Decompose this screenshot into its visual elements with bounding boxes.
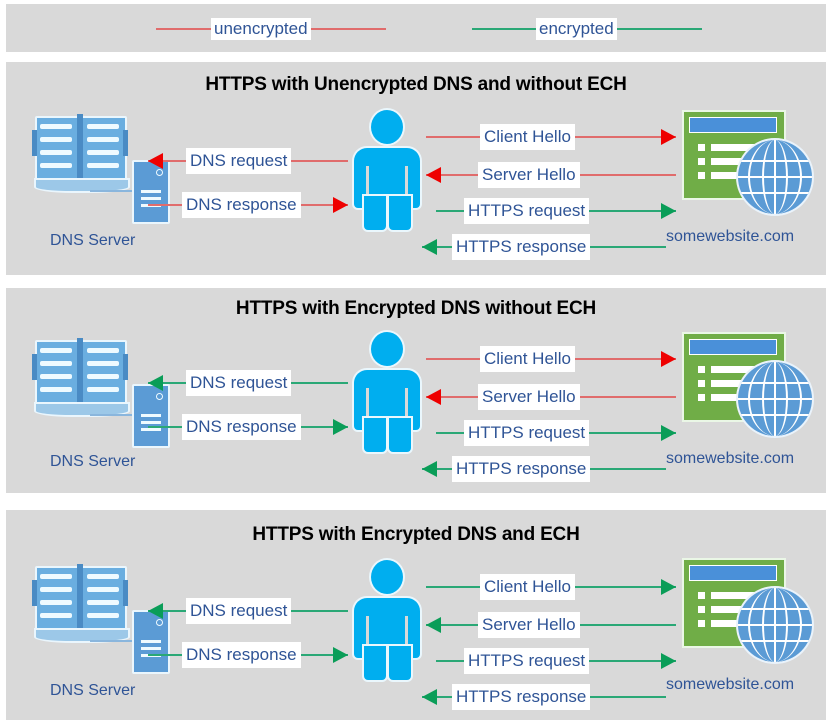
flow-client-hello: Client Hello	[426, 574, 676, 600]
user-person-icon	[350, 110, 424, 230]
flow-label: DNS response	[182, 414, 301, 440]
book-icon	[32, 112, 130, 193]
server-connector-line	[90, 640, 136, 642]
legend-item-unencrypted: unencrypted	[156, 4, 396, 52]
flow-label: Client Hello	[480, 574, 575, 600]
panel-title: HTTPS with Encrypted DNS and ECH	[252, 524, 580, 545]
flow-dns-response: DNS response	[148, 192, 348, 218]
user-person-icon	[350, 560, 424, 680]
flow-label: DNS response	[182, 642, 301, 668]
flow-https-response: HTTPS response	[422, 234, 666, 260]
legend-label-encrypted: encrypted	[536, 18, 617, 40]
flow-dns-request: DNS request	[148, 148, 348, 174]
flow-https-request: HTTPS request	[436, 420, 676, 446]
flow-label: DNS response	[182, 192, 301, 218]
dns-server-icon	[32, 562, 182, 674]
flow-dns-response: DNS response	[148, 414, 348, 440]
globe-icon	[738, 362, 812, 436]
dns-server-label: DNS Server	[50, 232, 136, 249]
flow-label: Server Hello	[478, 384, 580, 410]
website-label: somewebsite.com	[666, 228, 795, 245]
scenario-panel-3: HTTPS with Encrypted DNS and ECH	[6, 510, 826, 720]
website-icon	[682, 558, 812, 666]
user-person-icon	[350, 332, 424, 452]
flow-server-hello: Server Hello	[426, 384, 676, 410]
book-icon	[32, 562, 130, 643]
flow-label: HTTPS response	[452, 456, 591, 482]
flow-label: HTTPS response	[452, 684, 591, 710]
flow-dns-response: DNS response	[148, 642, 348, 668]
legend-label-unencrypted: unencrypted	[211, 18, 311, 40]
browser-titlebar	[689, 565, 777, 581]
flow-dns-request: DNS request	[148, 370, 348, 396]
panel-title: HTTPS with Encrypted DNS without ECH	[235, 298, 597, 319]
flow-label: HTTPS request	[464, 648, 590, 674]
legend-item-encrypted: encrypted	[472, 4, 712, 52]
flow-label: Client Hello	[480, 124, 575, 150]
server-tower-icon	[132, 384, 170, 448]
dns-server-icon	[32, 336, 182, 448]
server-connector-line	[90, 190, 136, 192]
website-label: somewebsite.com	[666, 450, 795, 467]
flow-server-hello: Server Hello	[426, 162, 676, 188]
website-icon	[682, 110, 812, 218]
flow-label: DNS request	[186, 370, 292, 396]
legend-panel: unencrypted encrypted	[6, 4, 826, 52]
flow-label: DNS request	[186, 598, 292, 624]
website-icon	[682, 332, 812, 440]
scenario-panel-2: HTTPS with Encrypted DNS without ECH	[6, 288, 826, 493]
browser-titlebar	[689, 117, 777, 133]
flow-https-request: HTTPS request	[436, 198, 676, 224]
flow-https-response: HTTPS response	[422, 456, 666, 482]
flow-label: DNS request	[186, 148, 292, 174]
flow-label: Server Hello	[478, 612, 580, 638]
flow-label: HTTPS request	[464, 420, 590, 446]
dns-server-label: DNS Server	[50, 682, 136, 699]
browser-titlebar	[689, 339, 777, 355]
flow-https-response: HTTPS response	[422, 684, 666, 710]
book-icon	[32, 336, 130, 417]
flow-client-hello: Client Hello	[426, 346, 676, 372]
globe-icon	[738, 588, 812, 662]
flow-label: HTTPS request	[464, 198, 590, 224]
globe-icon	[738, 140, 812, 214]
scenario-panel-1: HTTPS with Unencrypted DNS and without E…	[6, 62, 826, 275]
flow-label: Client Hello	[480, 346, 575, 372]
flow-dns-request: DNS request	[148, 598, 348, 624]
flow-label: HTTPS response	[452, 234, 591, 260]
flow-https-request: HTTPS request	[436, 648, 676, 674]
dns-server-label: DNS Server	[50, 453, 136, 470]
flow-server-hello: Server Hello	[426, 612, 676, 638]
server-connector-line	[90, 414, 136, 416]
flow-client-hello: Client Hello	[426, 124, 676, 150]
website-label: somewebsite.com	[666, 676, 795, 693]
panel-title: HTTPS with Unencrypted DNS and without E…	[205, 74, 627, 95]
flow-label: Server Hello	[478, 162, 580, 188]
